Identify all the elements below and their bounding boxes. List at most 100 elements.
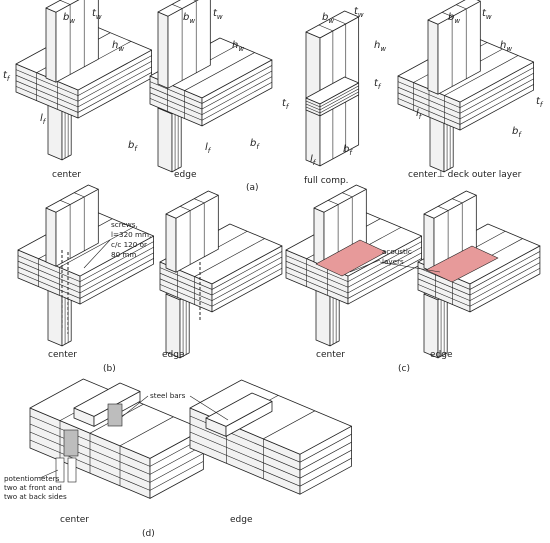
screws-note-4: 80 mm bbox=[111, 250, 136, 259]
dim-lf-4: lf bbox=[416, 108, 423, 121]
label-d-center: center bbox=[60, 515, 89, 525]
steel-note: steel bars bbox=[150, 391, 186, 400]
shape-80 bbox=[17, 260, 81, 288]
shape-123 bbox=[347, 241, 422, 282]
b-center-web-front bbox=[45, 207, 57, 267]
shape-121 bbox=[347, 246, 422, 288]
caption-c: (c) bbox=[398, 364, 410, 374]
shape-8 bbox=[15, 74, 79, 102]
dim-bw-2: bw bbox=[183, 12, 195, 25]
potentiometer-1 bbox=[55, 457, 65, 483]
caption-a: (a) bbox=[246, 183, 259, 193]
shape-150 bbox=[452, 198, 463, 204]
shape-44 bbox=[305, 106, 321, 114]
shape-31 bbox=[201, 65, 273, 104]
shape-90 bbox=[74, 192, 85, 198]
b-edge-lower-side bbox=[179, 294, 190, 359]
a-perp-web-front bbox=[427, 19, 439, 95]
shape-77 bbox=[79, 258, 154, 299]
dim-hw-1: hw bbox=[112, 40, 124, 53]
shape-5 bbox=[77, 72, 152, 113]
label-b-center: center bbox=[48, 350, 77, 360]
potentiometer-plate-1 bbox=[63, 429, 79, 457]
dim-tf-2: tf bbox=[282, 98, 290, 111]
caption-b: (b) bbox=[103, 364, 116, 374]
dim-bw-4: bw bbox=[448, 12, 460, 25]
panel-c: acoustic layers center edge (c) bbox=[316, 247, 453, 374]
shape-68 bbox=[441, 12, 453, 17]
shape-34 bbox=[184, 52, 255, 91]
dim-bf-4: bf bbox=[512, 126, 522, 139]
dim-lf-3: lf bbox=[310, 154, 317, 167]
dim-tw-3: tw bbox=[354, 6, 364, 19]
shape-46 bbox=[305, 103, 321, 111]
shape-122 bbox=[285, 255, 349, 282]
shape-78 bbox=[17, 266, 81, 294]
dim-bw-1: bw bbox=[63, 12, 75, 25]
shape-169 bbox=[299, 449, 352, 479]
acoustic-leader-2 bbox=[379, 261, 441, 273]
shape-116 bbox=[285, 272, 349, 299]
shape-99 bbox=[211, 262, 283, 301]
shape-139 bbox=[469, 262, 541, 301]
shape-103 bbox=[211, 251, 283, 290]
pot-leader bbox=[39, 469, 59, 479]
dim-tf-4: tf bbox=[536, 96, 544, 109]
shape-117 bbox=[347, 258, 422, 299]
shape-4 bbox=[15, 86, 79, 113]
shape-11 bbox=[77, 55, 152, 96]
shape-168 bbox=[189, 431, 301, 479]
dim-bf-3: bf bbox=[343, 144, 353, 157]
c-center-web-front bbox=[313, 207, 325, 267]
dim-hw-4: hw bbox=[500, 40, 512, 53]
a-center-web-top bbox=[45, 0, 80, 13]
c-edge-lower-side bbox=[437, 294, 448, 359]
dim-lf-2: lf bbox=[205, 142, 212, 155]
shape-16 bbox=[59, 0, 71, 5]
pot-note-2: two at front and bbox=[4, 483, 62, 492]
screws-note-3: c/c 120 or bbox=[111, 240, 147, 249]
b-edge-lower-front bbox=[165, 293, 181, 359]
dim-tw-2: tw bbox=[213, 8, 223, 21]
shape-28 bbox=[149, 86, 203, 110]
shape-136 bbox=[417, 284, 471, 307]
shape-7 bbox=[77, 66, 152, 108]
shape-148 bbox=[437, 206, 449, 211]
shape-83 bbox=[79, 241, 154, 282]
shape-9 bbox=[77, 60, 152, 102]
shape-26 bbox=[149, 92, 203, 115]
a-center-web-front bbox=[45, 7, 57, 83]
shape-81 bbox=[79, 246, 154, 288]
shape-61 bbox=[459, 67, 534, 108]
dim-lf-1: lf bbox=[40, 113, 47, 126]
shape-96 bbox=[159, 284, 213, 307]
shape-106 bbox=[194, 238, 265, 277]
shape-82 bbox=[17, 255, 81, 282]
screws-note-1: screws, bbox=[111, 220, 138, 229]
shape-66 bbox=[444, 55, 519, 96]
shape-108 bbox=[179, 206, 191, 211]
dim-tf-3: tf bbox=[374, 78, 382, 91]
shape-102 bbox=[159, 267, 213, 290]
c-edge-lower-front bbox=[423, 293, 439, 359]
shape-120 bbox=[285, 260, 349, 288]
caption-d: (d) bbox=[142, 529, 155, 539]
shape-45 bbox=[319, 91, 359, 114]
dim-hw-2: hw bbox=[232, 40, 244, 53]
shape-170 bbox=[189, 423, 301, 471]
a-edge-web-top bbox=[157, 0, 199, 17]
shape-55 bbox=[459, 84, 534, 125]
potentiometer-2 bbox=[67, 457, 77, 483]
shape-40 bbox=[318, 24, 333, 32]
shape-59 bbox=[459, 72, 534, 114]
dim-tw-4: tw bbox=[482, 8, 492, 21]
pot-note-3: two at back sides bbox=[4, 492, 67, 501]
label-a-center: center bbox=[52, 170, 81, 180]
shape-86 bbox=[59, 227, 134, 268]
screws-note-2: l=320 mm, bbox=[111, 230, 151, 239]
shape-30 bbox=[149, 81, 203, 104]
shape-110 bbox=[194, 198, 205, 204]
shape-25 bbox=[201, 81, 273, 121]
acoustic-layer-edge bbox=[425, 245, 499, 283]
shape-42 bbox=[331, 17, 346, 25]
